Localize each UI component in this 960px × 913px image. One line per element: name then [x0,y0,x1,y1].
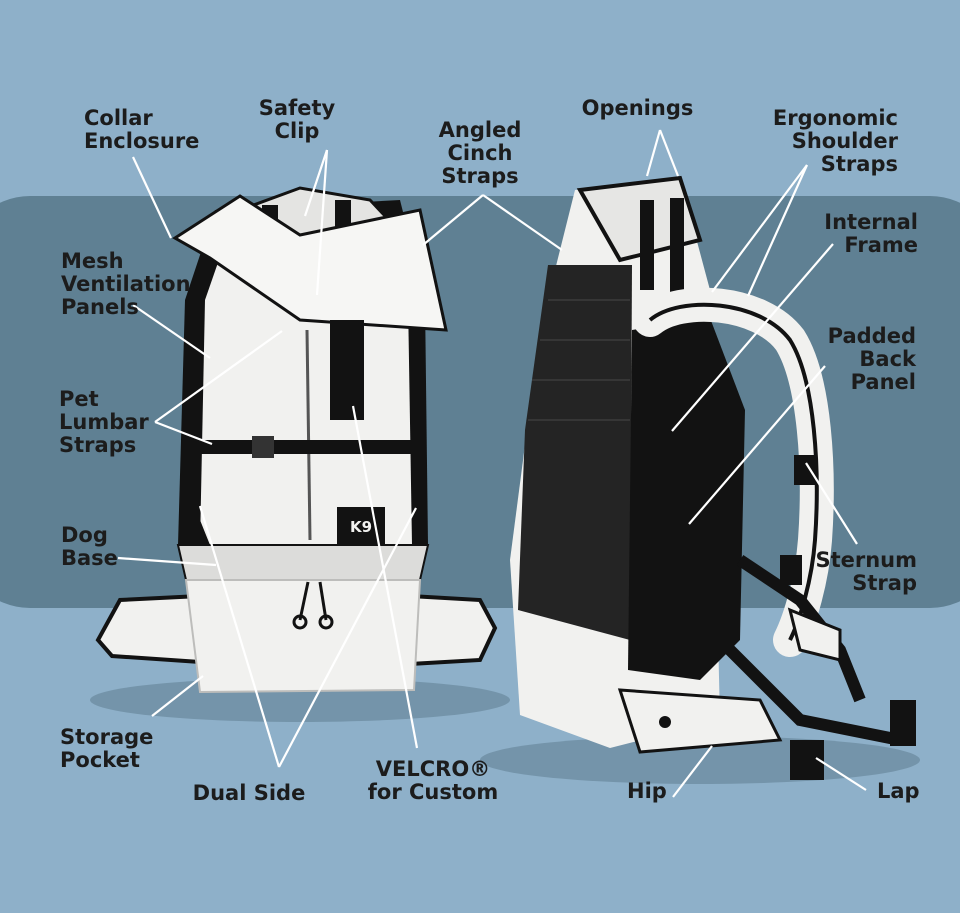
callout-hip: Hip [627,779,667,803]
callout-pet-lumbar-straps: Pet Lumbar Straps [59,387,149,457]
callout-internal-frame: Internal Frame [824,210,918,257]
callout-safety-clip: Safety Clip [258,96,336,143]
callout-angled-cinch-straps: Angled Cinch Straps [438,118,522,188]
callout-dog-base: Dog Base [61,523,118,570]
callout-openings: Openings [581,96,694,120]
callout-dual-side: Dual Side [192,781,306,805]
callout-storage-pocket: Storage Pocket [60,725,154,772]
side-backpack [480,175,920,784]
leader-lines [117,129,867,798]
front-backpack: K9 [90,186,510,722]
callout-lap: Lap [877,779,920,803]
callout-collar-enclosure: Collar Enclosure [84,106,200,153]
callout-padded-back-panel: Padded Back Panel [827,324,916,394]
callout-ergonomic-shoulder-straps: Ergonomic Shoulder Straps [772,106,898,176]
callout-mesh-ventilation-panels: Mesh Ventilation Panels [61,249,191,319]
callout-velcro-for-custom: VELCRO® for Custom [367,757,499,804]
svg-text:K9: K9 [350,518,372,536]
callout-sternum-strap: Sternum Strap [815,548,917,595]
